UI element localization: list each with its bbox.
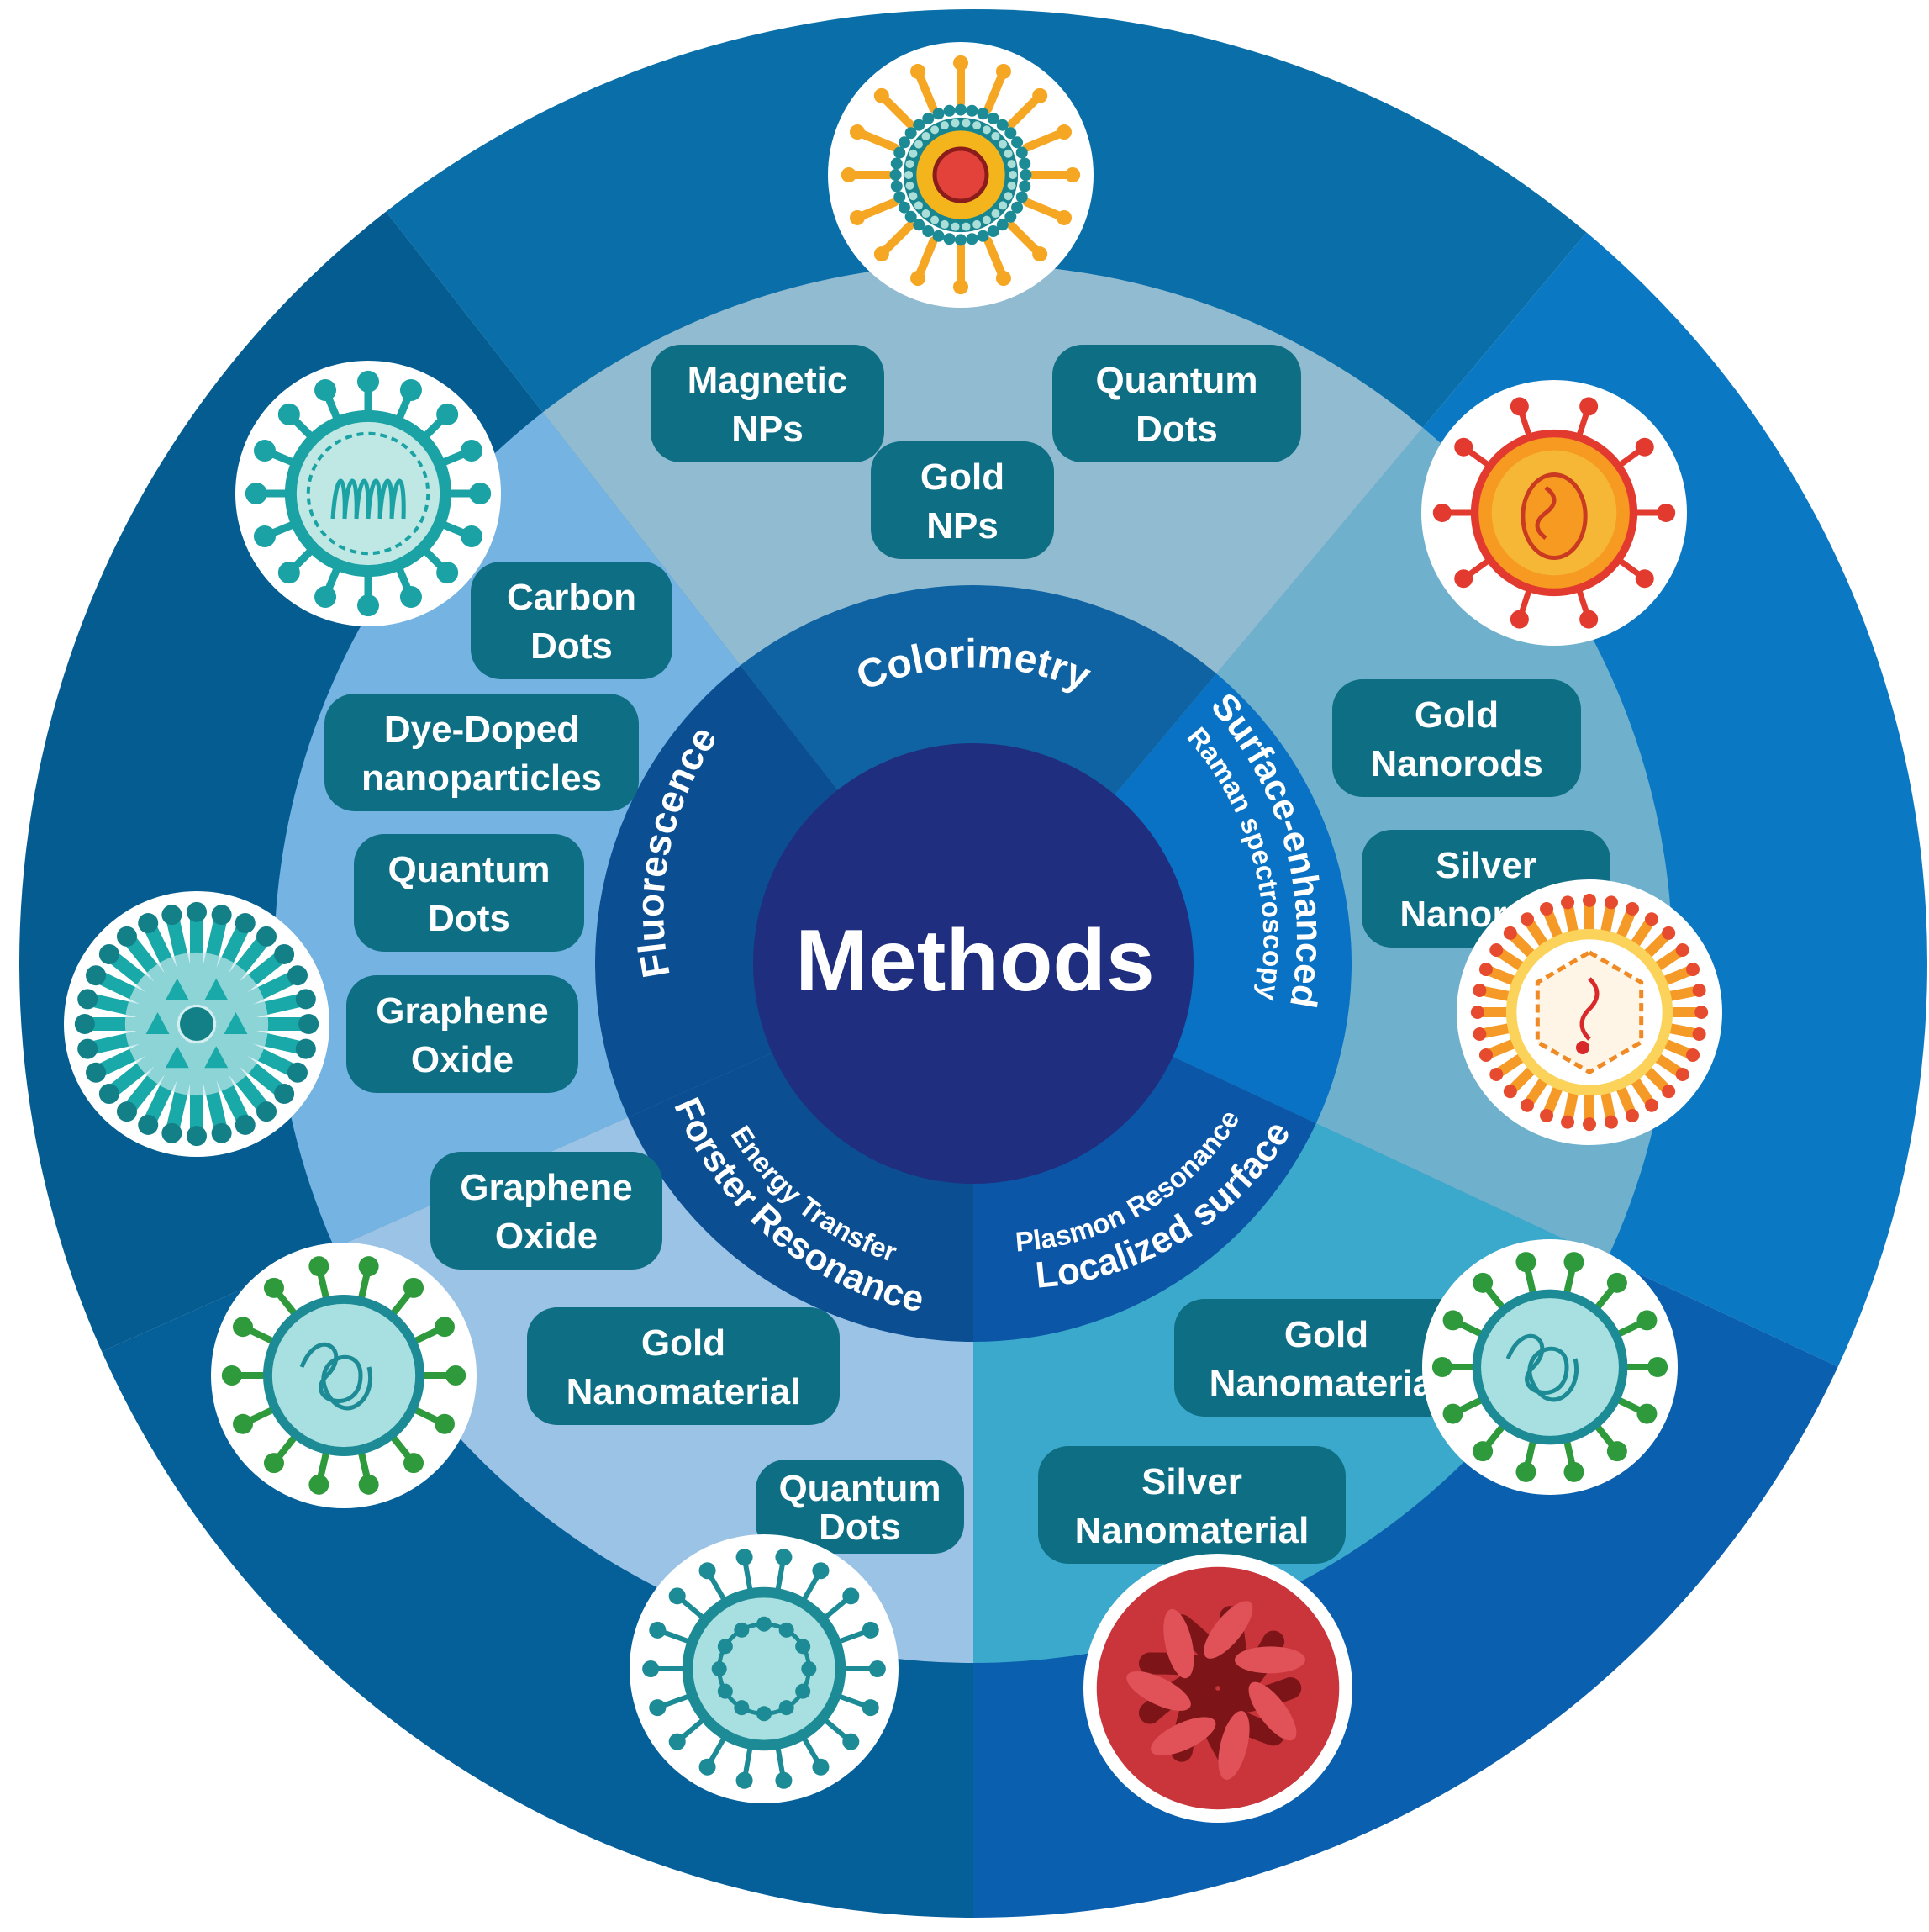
hexagonal-virus-icon [1457,879,1722,1145]
pill-label: Silver [1436,845,1536,886]
pill-label: Magnetic [688,360,848,401]
pill-label: Nanomaterial [1075,1510,1310,1551]
pill-label: Oxide [411,1039,514,1080]
liposome-virus-icon [828,42,1094,308]
pill-background [527,1307,840,1425]
teal-ring-virus-icon [630,1534,899,1803]
center-title: Methods [795,912,1155,1010]
pill-label: Dots [1136,409,1218,450]
pill-label: Nanomaterial [567,1371,801,1412]
pill-background [1174,1299,1478,1417]
pill-label: Quantum [1095,360,1257,401]
pill-label: Carbon [507,577,636,618]
pill-label: Dye-Doped [384,709,579,750]
pill-label: NPs [926,505,999,546]
pill-label: Dots [819,1507,901,1548]
pill-label: Quantum [387,849,550,890]
pill-background [756,1460,964,1554]
pathogen-icons [64,42,1722,1823]
pill-label: Silver [1141,1461,1242,1502]
pill-label: Gold [641,1322,725,1364]
red-bacteria-icon [1083,1554,1352,1823]
coiled-virus-icon [235,361,501,626]
pill-background [871,441,1054,559]
nanomaterial-pills: MagneticNPsGoldNPsQuantumDotsGoldNanorod… [324,345,1610,1564]
pill-label: nanoparticles [361,757,602,799]
orange-virus-icon [1421,380,1687,646]
pill-background [430,1152,662,1270]
pill-background [651,345,884,462]
pill-label: Gold [920,457,1004,498]
pill-background [1332,679,1581,797]
pill-label: Nanomaterial [1210,1363,1444,1404]
pill-background [354,834,584,952]
pill-label: Gold [1415,694,1499,736]
pill-background [1038,1446,1346,1564]
pill-fluorescence-1: Dye-Doped nanoparticles [324,694,639,811]
pill-label: Dots [530,626,613,667]
pill-label: Graphene [460,1167,632,1208]
pill-label: Quantum [778,1468,941,1509]
pill-background [324,694,639,811]
center-disc [753,743,1194,1184]
teal-spiky-virus-icon [64,891,329,1157]
green-spike-virus-icon [211,1243,477,1508]
pill-label: Gold [1284,1314,1368,1355]
pill-background [346,975,578,1093]
pill-background [1052,345,1301,462]
pill-label: Dots [428,898,510,939]
pill-background [471,562,672,679]
pill-label: Graphene [376,990,548,1032]
pill-label: Oxide [495,1216,598,1257]
pill-label: Nanorods [1370,743,1542,784]
green-spike-virus-icon [1422,1239,1678,1495]
pill-label: NPs [731,409,804,450]
